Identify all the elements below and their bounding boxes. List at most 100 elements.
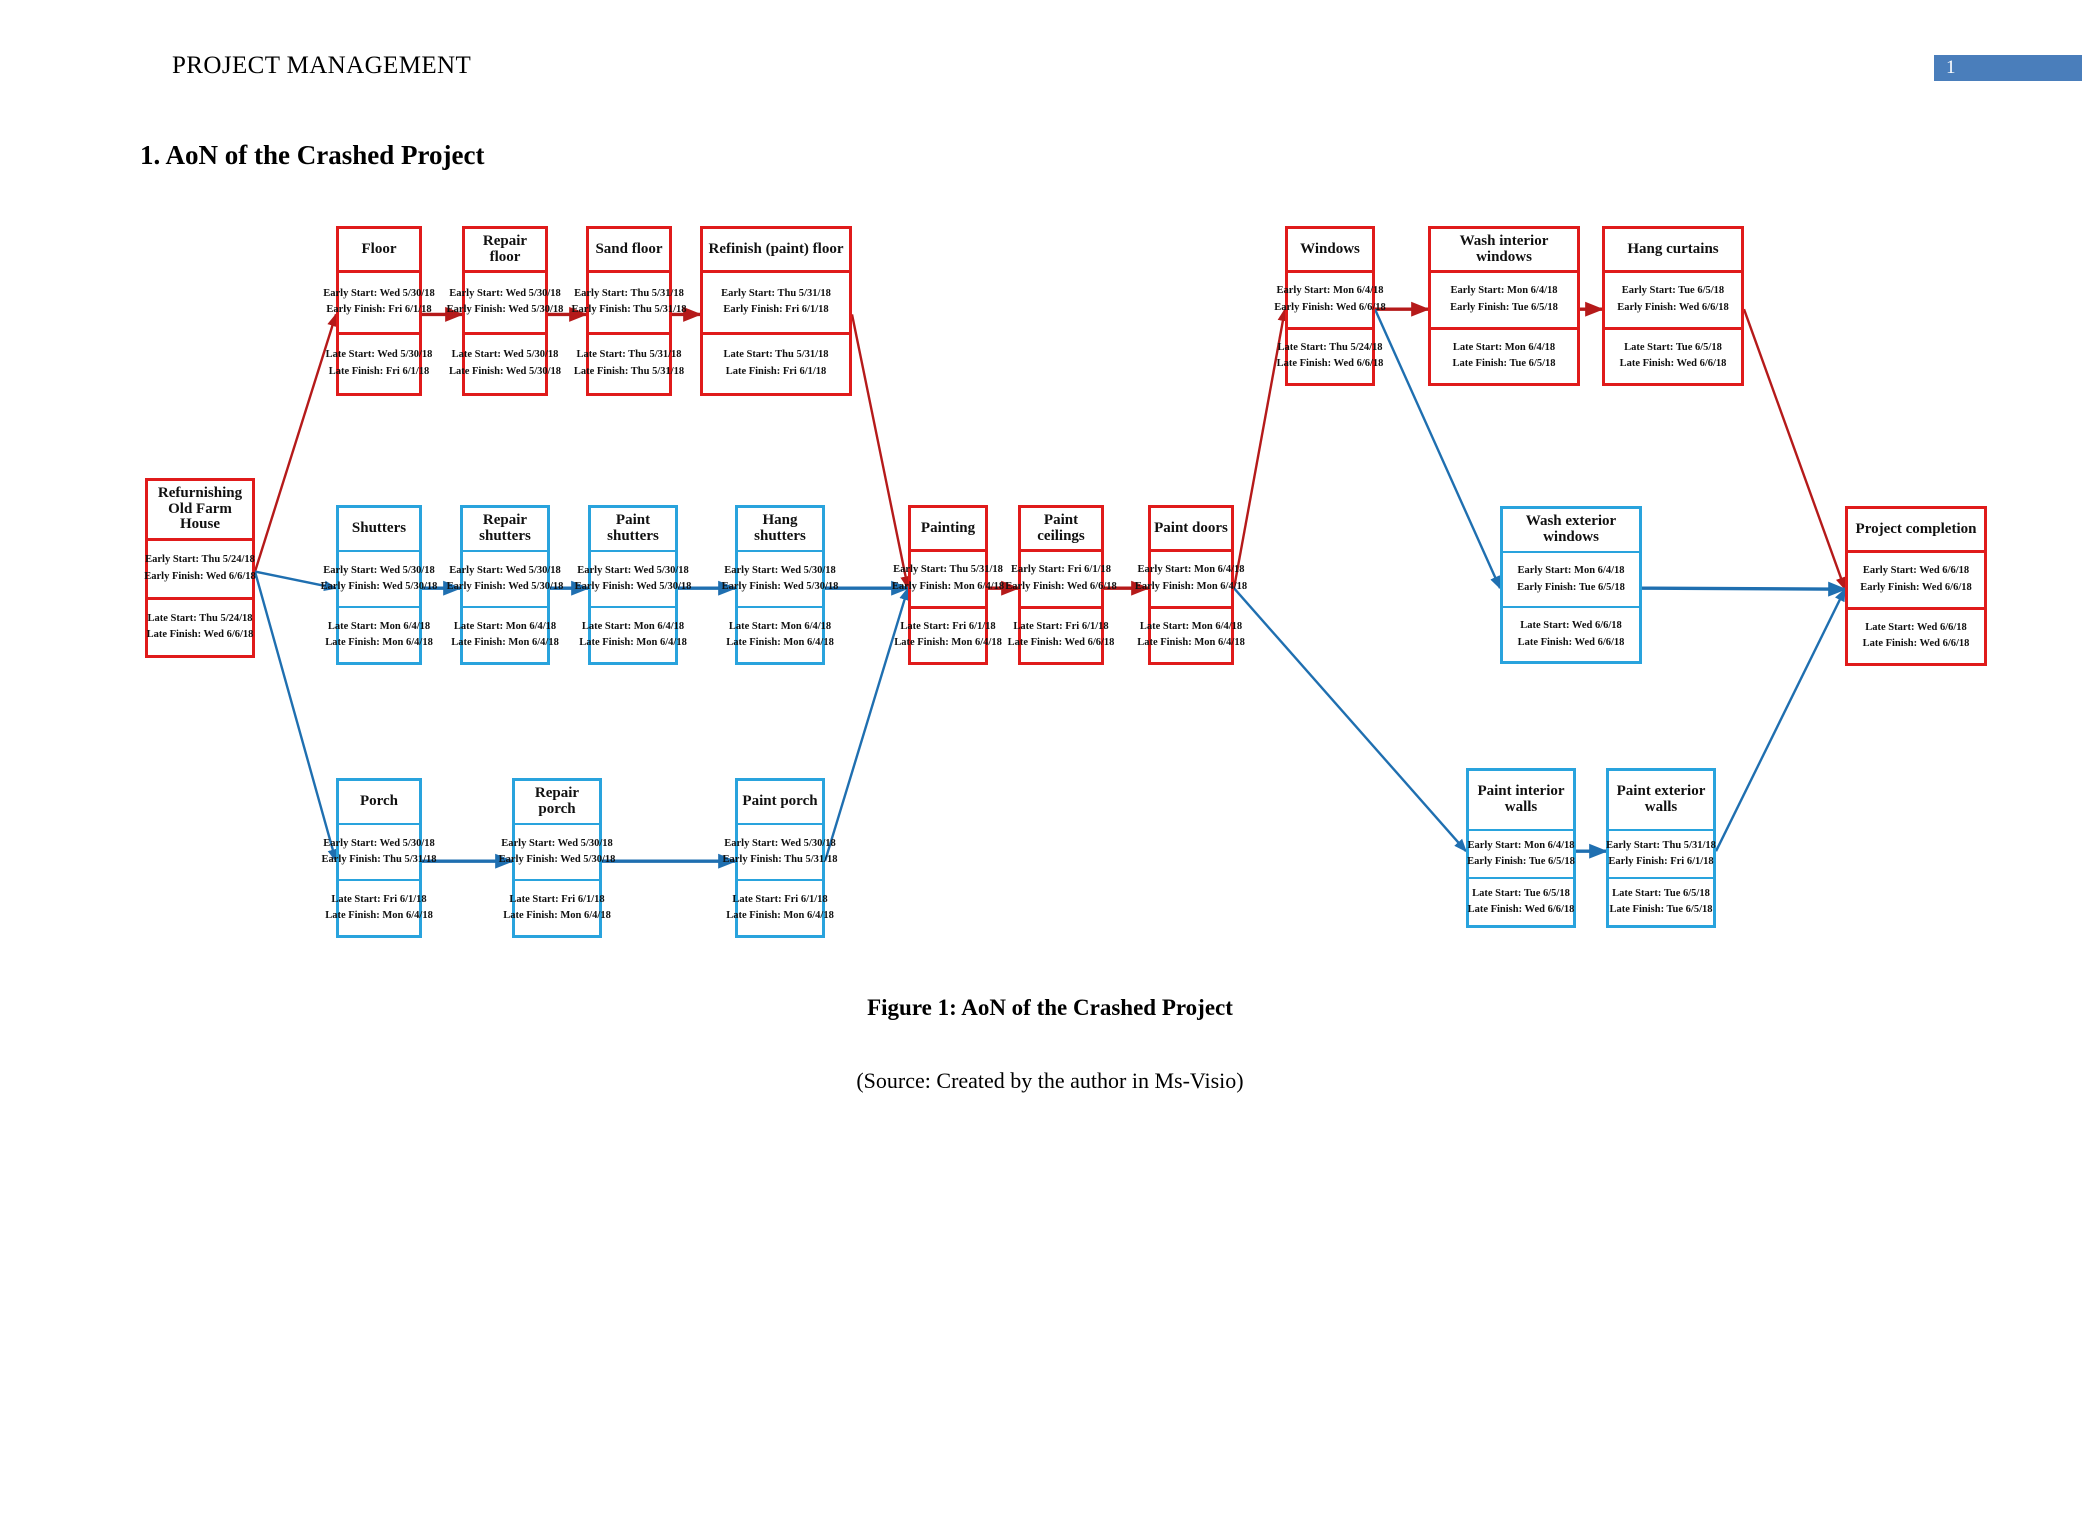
late-finish: Late Finish: Wed 5/30/18 <box>448 365 562 377</box>
early-finish: Early Finish: Wed 6/6/18 <box>1274 301 1386 313</box>
early-start: Early Start: Fri 6/1/18 <box>1010 564 1112 576</box>
page-number-badge: 1 <box>1934 55 2082 81</box>
early-start: Early Start: Wed 5/30/18 <box>449 564 561 576</box>
late-start: Late Start: Mon 6/4/18 <box>728 620 832 632</box>
early-finish: Early Finish: Mon 6/4/18 <box>891 580 1005 592</box>
early-start: Early Start: Wed 5/30/18 <box>323 287 435 299</box>
late-start: Late Start: Fri 6/1/18 <box>732 893 828 905</box>
early-start: Early Start: Tue 6/5/18 <box>1621 285 1725 297</box>
late-start: Late Start: Mon 6/4/18 <box>1139 620 1243 632</box>
early-finish: Early Finish: Wed 6/6/18 <box>1860 581 1972 593</box>
late-finish: Late Finish: Mon 6/4/18 <box>325 910 433 921</box>
late-start: Late Start: Fri 6/1/18 <box>331 893 427 905</box>
late-finish: Late Finish: Fri 6/1/18 <box>328 365 430 377</box>
late-finish: Late Finish: Tue 6/5/18 <box>1452 358 1556 370</box>
activity-title: Wash interior windows <box>1431 229 1577 273</box>
activity-title: Hang curtains <box>1605 229 1741 273</box>
late-start: Late Start: Mon 6/4/18 <box>581 620 685 632</box>
early-finish: Early Finish: Fri 6/1/18 <box>1608 856 1714 867</box>
activity-title: Painting <box>911 508 985 552</box>
early-finish: Early Finish: Wed 5/30/18 <box>320 581 438 592</box>
edge-wash_exterior-to-project_completion <box>1641 581 1847 597</box>
edge-refurnish-to-porch <box>253 571 338 863</box>
diagram-edges-layer <box>253 301 1847 869</box>
edge-refurnish-to-shutters <box>254 570 338 591</box>
early-start: Early Start: Mon 6/4/18 <box>1276 285 1384 297</box>
late-finish: Late Finish: Thu 5/31/18 <box>573 365 685 377</box>
early-start: Early Start: Thu 5/31/18 <box>721 287 831 299</box>
late-finish: Late Finish: Mon 6/4/18 <box>726 910 834 921</box>
early-finish: Early Finish: Wed 6/6/18 <box>1617 301 1729 313</box>
activity-title: Repair shutters <box>463 508 547 552</box>
early-finish: Early Finish: Fri 6/1/18 <box>326 304 432 316</box>
early-finish: Early Finish: Wed 5/30/18 <box>721 581 839 592</box>
early-finish: Early Finish: Wed 5/30/18 <box>498 854 616 865</box>
early-finish: Early Finish: Tue 6/5/18 <box>1450 301 1558 313</box>
late-start: Late Start: Tue 6/5/18 <box>1472 887 1570 899</box>
late-finish: Late Finish: Wed 6/6/18 <box>1517 636 1625 648</box>
early-start: Early Start: Mon 6/4/18 <box>1467 839 1575 851</box>
early-finish: Early Finish: Mon 6/4/18 <box>1134 580 1248 592</box>
activity-title: Paint porch <box>738 781 822 825</box>
early-finish: Early Finish: Tue 6/5/18 <box>1467 856 1575 867</box>
early-finish: Early Finish: Fri 6/1/18 <box>723 304 829 316</box>
activity-title: Hang shutters <box>738 508 822 552</box>
early-finish: Early Finish: Thu 5/31/18 <box>571 304 687 316</box>
late-start: Late Start: Fri 6/1/18 <box>1013 620 1109 632</box>
late-finish: Late Finish: Mon 6/4/18 <box>451 637 559 648</box>
late-start: Late Start: Thu 5/31/18 <box>576 349 682 361</box>
late-start: Late Start: Wed 6/6/18 <box>1520 620 1622 632</box>
activity-title: Paint ceilings <box>1021 508 1101 552</box>
early-start: Early Start: Thu 5/24/18 <box>145 554 255 566</box>
activity-title: Refurnishing Old Farm House <box>148 481 252 541</box>
section-heading: 1. AoN of the Crashed Project <box>140 140 485 170</box>
late-finish: Late Finish: Wed 6/6/18 <box>1467 904 1575 915</box>
activity-title: Floor <box>339 229 419 273</box>
late-start: Late Start: Thu 5/24/18 <box>1277 341 1383 353</box>
activity-title: Sand floor <box>589 229 669 273</box>
activity-title: Wash exterior windows <box>1503 509 1639 553</box>
early-finish: Early Finish: Wed 5/30/18 <box>446 581 564 592</box>
activity-title: Repair floor <box>465 229 545 273</box>
edge-windows-to-wash_exterior <box>1373 308 1502 590</box>
early-start: Early Start: Thu 5/31/18 <box>893 564 1003 576</box>
late-finish: Late Finish: Wed 6/6/18 <box>1862 638 1970 650</box>
activity-title: Repair porch <box>515 781 599 825</box>
late-finish: Late Finish: Tue 6/5/18 <box>1609 904 1713 915</box>
late-finish: Late Finish: Fri 6/1/18 <box>725 365 827 377</box>
